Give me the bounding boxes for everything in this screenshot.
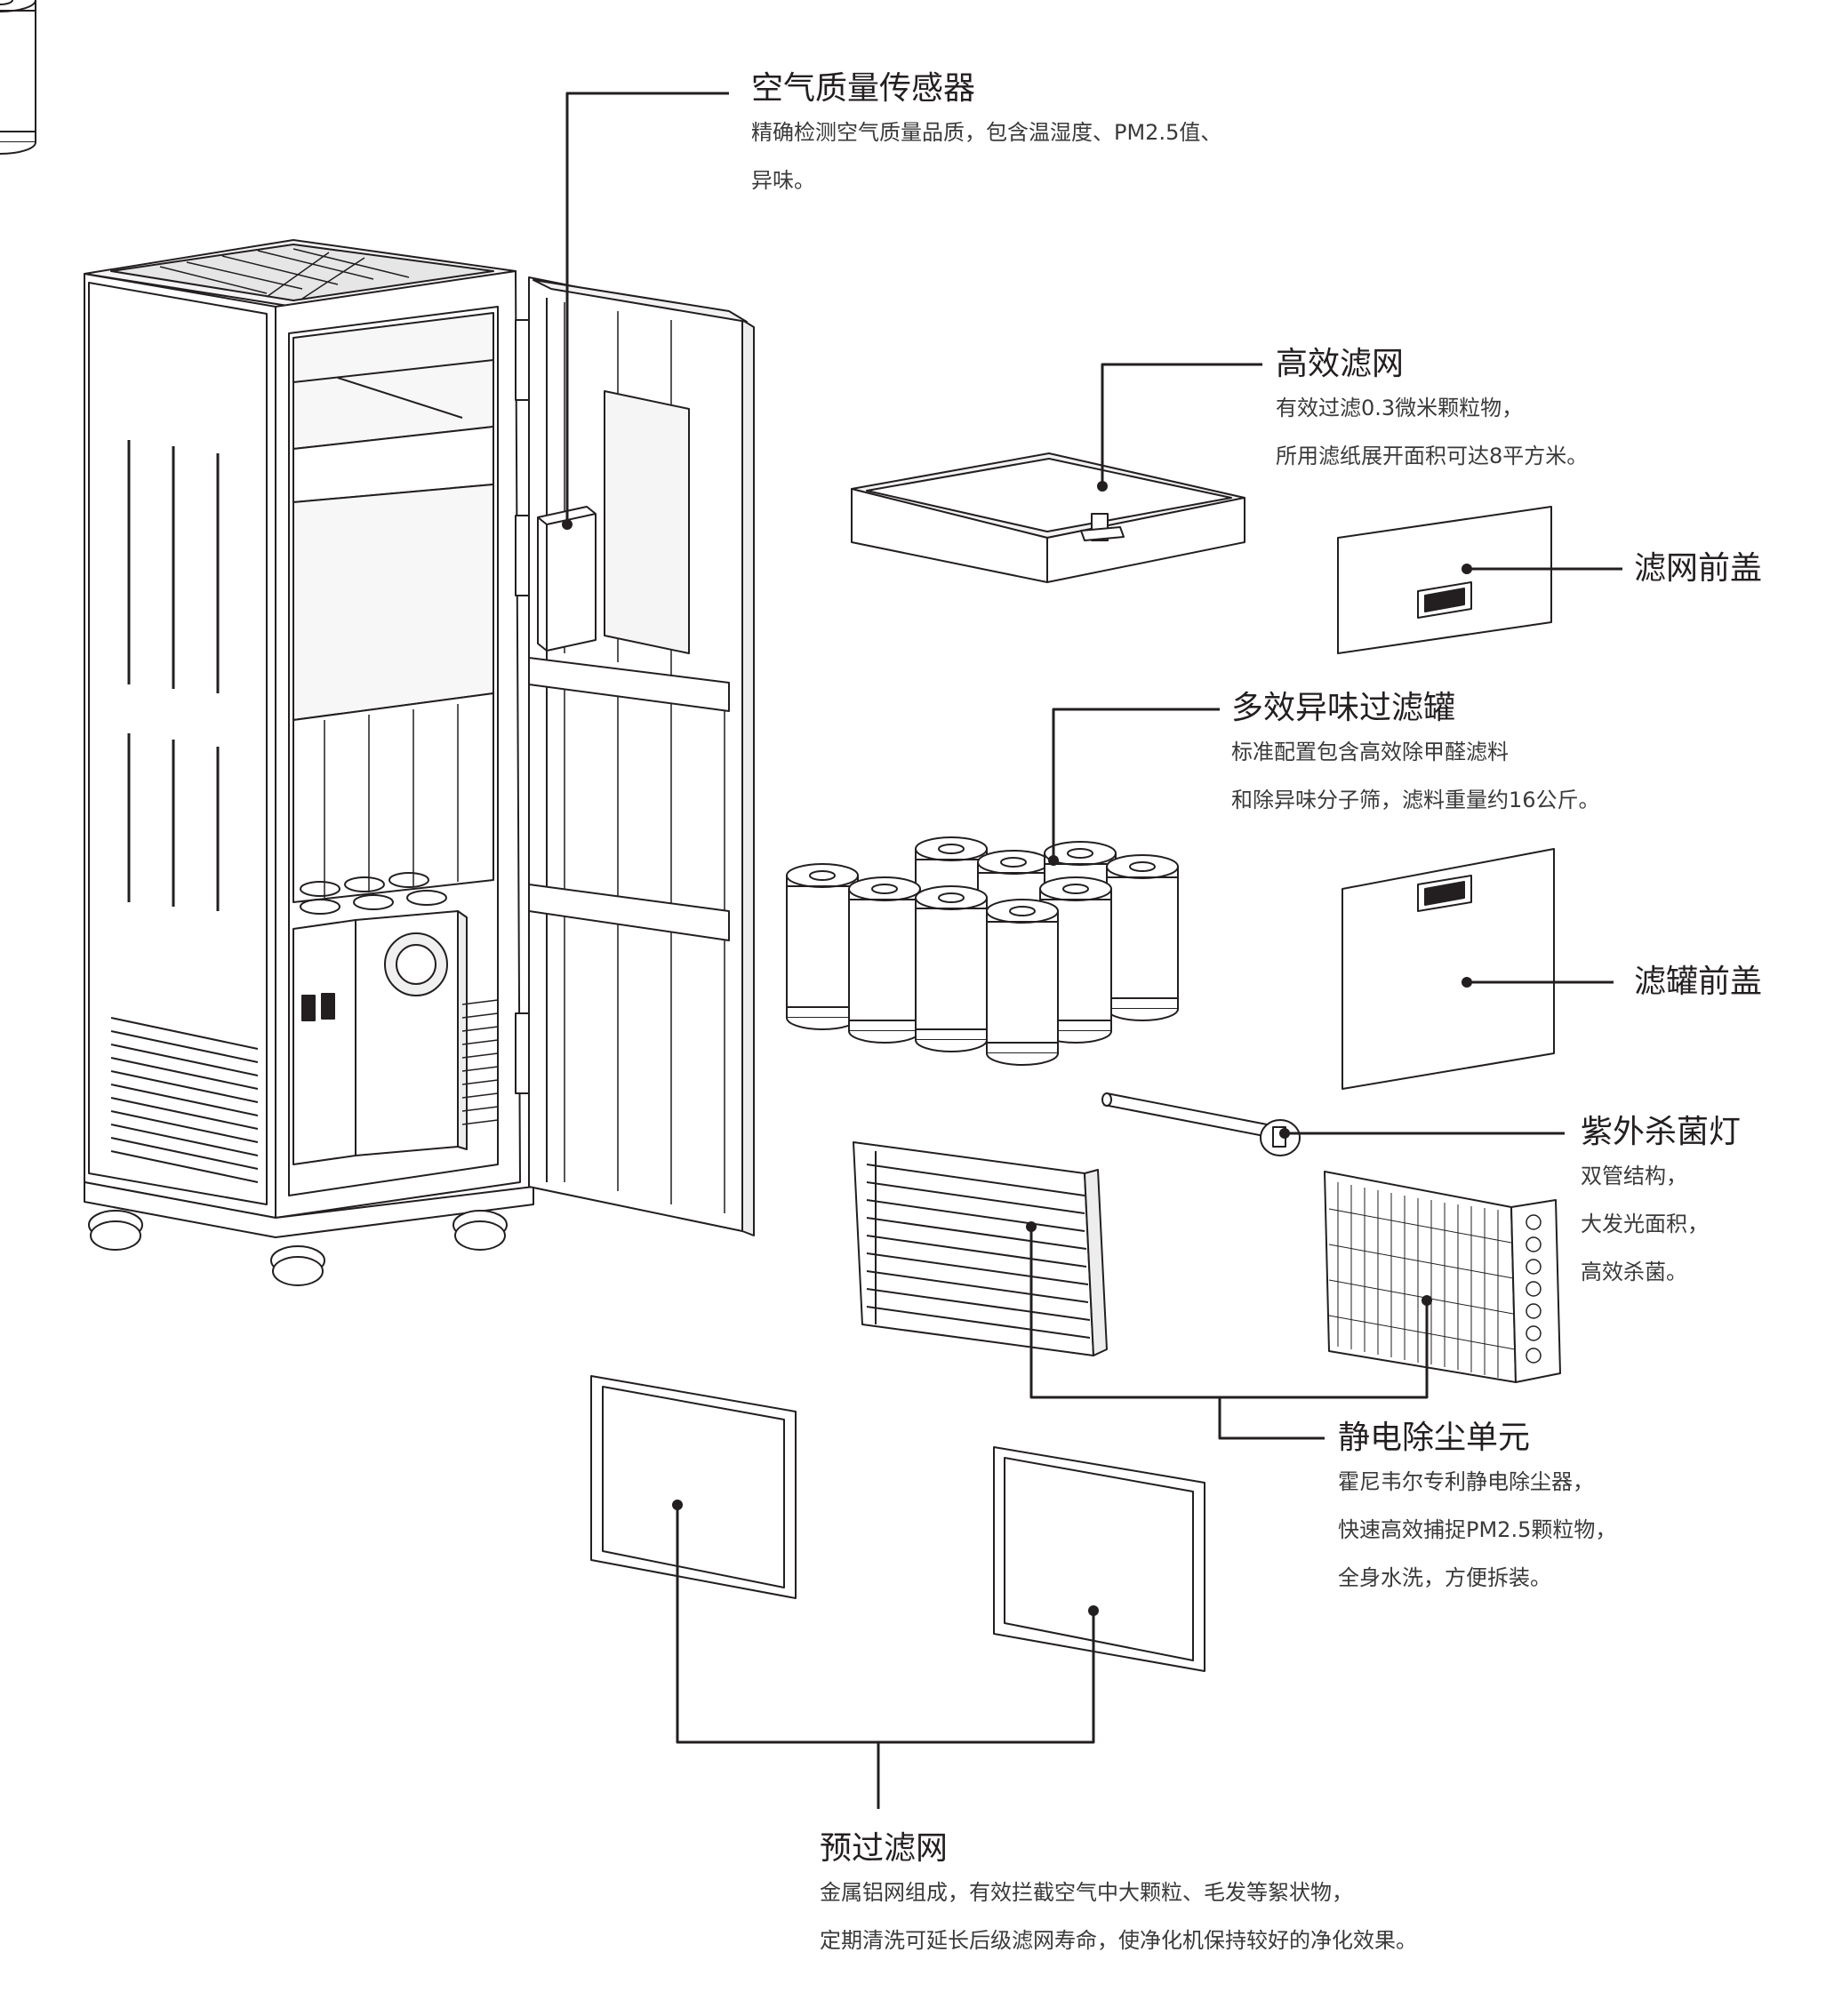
filter-canisters (0, 0, 1179, 1066)
hepa-desc-1: 有效过滤0.3微米颗粒物， (1276, 396, 1524, 420)
canister-cover-callout: 滤罐前盖 (1634, 963, 1762, 1002)
prefilter-left (590, 1375, 797, 1599)
sensor-title: 空气质量传感器 (751, 70, 976, 107)
esp-unit-left (853, 1141, 1108, 1356)
esp-unit-right (1324, 1171, 1561, 1383)
esp-desc-2: 快速高效捕捉PM2.5颗粒物， (1338, 1517, 1617, 1542)
canister-title: 多效异味过滤罐 (1231, 690, 1456, 726)
hepa-callout: 高效滤网 有效过滤0.3微米颗粒物， 所用滤纸展开面积可达8平方米。 (1276, 345, 1588, 480)
esp-callout: 静电除尘单元 霍尼韦尔专利静电除尘器， 快速高效捕捉PM2.5颗粒物， 全身水洗… (1338, 1419, 1616, 1602)
esp-desc-3: 全身水洗，方便拆装。 (1338, 1565, 1551, 1590)
uv-desc-3: 高效杀菌。 (1581, 1260, 1687, 1284)
prefilter-right (993, 1446, 1205, 1672)
sensor-desc-2: 异味。 (751, 168, 815, 193)
hepa-filter (851, 452, 1245, 583)
prefilter-desc-2: 定期清洗可延长后级滤网寿命，使净化机保持较好的净化效果。 (820, 1928, 1417, 1953)
esp-desc-1: 霍尼韦尔专利静电除尘器， (1338, 1469, 1594, 1494)
uv-desc-1: 双管结构， (1581, 1164, 1687, 1188)
sensor-desc-1: 精确检测空气质量品质，包含温湿度、PM2.5值、 (751, 120, 1222, 145)
purifier-cabinet (84, 239, 534, 1286)
sensor-callout: 空气质量传感器 精确检测空气质量品质，包含温湿度、PM2.5值、 异味。 (751, 69, 1221, 204)
leader-lines (562, 92, 1622, 1809)
hepa-desc-2: 所用滤纸展开面积可达8平方米。 (1276, 444, 1589, 468)
uv-lamp (1101, 1092, 1301, 1156)
uv-desc-2: 大发光面积， (1581, 1212, 1709, 1236)
esp-title: 静电除尘单元 (1338, 1420, 1531, 1456)
hepa-cover-title: 滤网前盖 (1634, 550, 1763, 587)
open-door (528, 276, 755, 1236)
prefilter-title: 预过滤网 (820, 1830, 949, 1867)
uv-title: 紫外杀菌灯 (1581, 1114, 1742, 1150)
hepa-title: 高效滤网 (1276, 346, 1405, 382)
canister-desc-2: 和除异味分子筛，滤料重量约16公斤。 (1231, 788, 1600, 812)
hepa-cover-callout: 滤网前盖 (1634, 549, 1762, 588)
filter-front-cover (1337, 506, 1552, 654)
canister-desc-1: 标准配置包含高效除甲醛滤料 (1231, 740, 1509, 764)
canister-cover-title: 滤罐前盖 (1634, 964, 1763, 1000)
prefilter-callout: 预过滤网 金属铝网组成，有效拦截空气中大颗粒、毛发等絮状物， 定期清洗可延长后级… (820, 1829, 1417, 1964)
canister-callout: 多效异味过滤罐 标准配置包含高效除甲醛滤料 和除异味分子筛，滤料重量约16公斤。 (1231, 689, 1600, 824)
prefilter-desc-1: 金属铝网组成，有效拦截空气中大颗粒、毛发等絮状物， (820, 1880, 1353, 1905)
canister-front-cover (1341, 848, 1555, 1090)
uv-callout: 紫外杀菌灯 双管结构， 大发光面积， 高效杀菌。 (1581, 1113, 1741, 1296)
